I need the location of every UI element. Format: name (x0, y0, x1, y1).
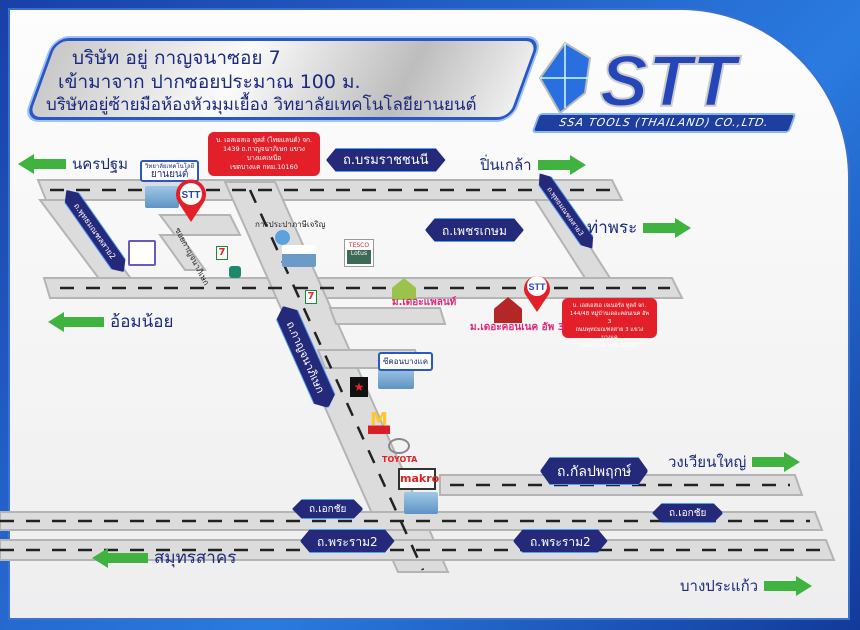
waterworks-label: การประปาภาษีเจริญ (255, 220, 326, 229)
direction-label: บางประแก้ว (680, 577, 759, 595)
arrow-right-icon (643, 217, 692, 238)
college-sign: วิทยาลัยเทคโนโลยียานยนต์ (140, 160, 200, 182)
main-office-address: บ. เอสเอสเอ ทูลส์ (ไทยแลนด์) จก.1439 ถ.ก… (208, 132, 320, 176)
house-icon (392, 278, 416, 300)
map-pin-icon[interactable]: STT (174, 178, 208, 224)
road-label-ekkachai-left: ถ.เอกชัย (292, 499, 363, 519)
direction-bang-prakaeo: บางประแก้ว (680, 574, 813, 598)
road-label-rama2-right: ถ.พระราม2 (513, 529, 608, 553)
seven-eleven-icon: 7 (216, 246, 228, 260)
direction-samut-sakhon: สมุทรสาคร (92, 544, 236, 571)
direction-om-noi: อ้อมน้อย (48, 308, 173, 335)
direction-tha-phra: ท่าพระ (587, 214, 692, 241)
seacon-sign: ซีคอนบางแค (378, 352, 434, 371)
road-village (328, 307, 447, 325)
bank-logo-icon (229, 266, 241, 278)
caltex-logo-icon: ★ (350, 377, 368, 397)
hospital-icon (128, 240, 156, 266)
branch-office-address: บ. เอสเอสเอ เจเนอรัล ทูลส์ จก.144/48 หมู… (562, 298, 657, 349)
direction-label: นครปฐม (72, 155, 129, 173)
road-label-phetkasem: ถ.เพชรเกษม (425, 218, 524, 242)
svg-text:STT: STT (182, 190, 201, 201)
direction-label: ท่าพระ (587, 218, 638, 238)
seven-eleven-icon: 7 (305, 290, 317, 304)
road-soi (158, 214, 242, 236)
arrow-right-icon (752, 452, 801, 472)
stt-logo: STT (538, 41, 743, 118)
toyota-logo-icon (388, 438, 410, 454)
road-label-ekkachai-right: ถ.เอกชัย (652, 503, 723, 523)
headline-line-2: เข้ามาจาก ปากซอยประมาณ 100 ม. (58, 71, 361, 93)
arrow-left-icon (92, 547, 148, 568)
arrow-right-icon (764, 576, 813, 596)
road-kanchanaphisek (223, 181, 450, 573)
college-building-icon (145, 186, 179, 208)
map-pin-icon[interactable]: STT (522, 272, 552, 314)
road-soi-2 (158, 234, 207, 271)
makro-logo: makro (398, 468, 439, 490)
arrow-right-icon (537, 155, 586, 175)
road-label-rama2-left: ถ.พระราม2 (300, 529, 395, 553)
direction-label: อ้อมน้อย (110, 312, 174, 332)
direction-label: วงเวียนใหญ่ (668, 453, 747, 471)
direction-nakhon-pathom: นครปฐม (18, 152, 128, 176)
road-ekkachai (0, 511, 824, 531)
logo-subtitle: SSA TOOLS (THAILAND) CO.,LTD. (531, 113, 797, 133)
headline-line-1: บริษัท อยู่ กาญจนาซอย 7 (72, 47, 281, 69)
arrow-left-icon (18, 154, 66, 174)
direction-wongwian-yai: วงเวียนใหญ่ (668, 450, 801, 474)
logo-text: STT (600, 42, 742, 118)
road-label-kanlapaphruek: ถ.กัลปพฤกษ์ (540, 457, 648, 485)
toyota-label: TOYOTA (382, 455, 418, 464)
road-kanlapaphruek (439, 474, 804, 496)
seacon-building-icon (378, 367, 414, 389)
direction-pinklao: ปิ่นเกล้า (480, 153, 586, 177)
road-label-borommaratchachonnani: ถ.บรมราชชนนี (326, 148, 446, 172)
headline-line-3: บริษัทอยู่ซ้ายมือห้องหัวมุมเยื้อง วิทยาล… (46, 95, 477, 115)
makro-building-icon (404, 492, 438, 514)
mall-building-icon (282, 245, 316, 267)
road-phetkasem (42, 277, 684, 299)
mcdonalds-logo-icon: M (368, 410, 390, 434)
waterworks-logo-icon (275, 230, 290, 245)
svg-text:STT: STT (529, 282, 547, 292)
direction-label: สมุทรสาคร (154, 548, 237, 568)
the-connect-village-label: ม.เดอะคอนเนค อัพ 3 (470, 322, 565, 333)
direction-label: ปิ่นเกล้า (480, 156, 532, 174)
arrow-left-icon (48, 311, 104, 332)
road-borommaratchachonnani (36, 179, 624, 201)
the-plant-village-label: ม.เดอะแพลนท์ (392, 297, 457, 308)
